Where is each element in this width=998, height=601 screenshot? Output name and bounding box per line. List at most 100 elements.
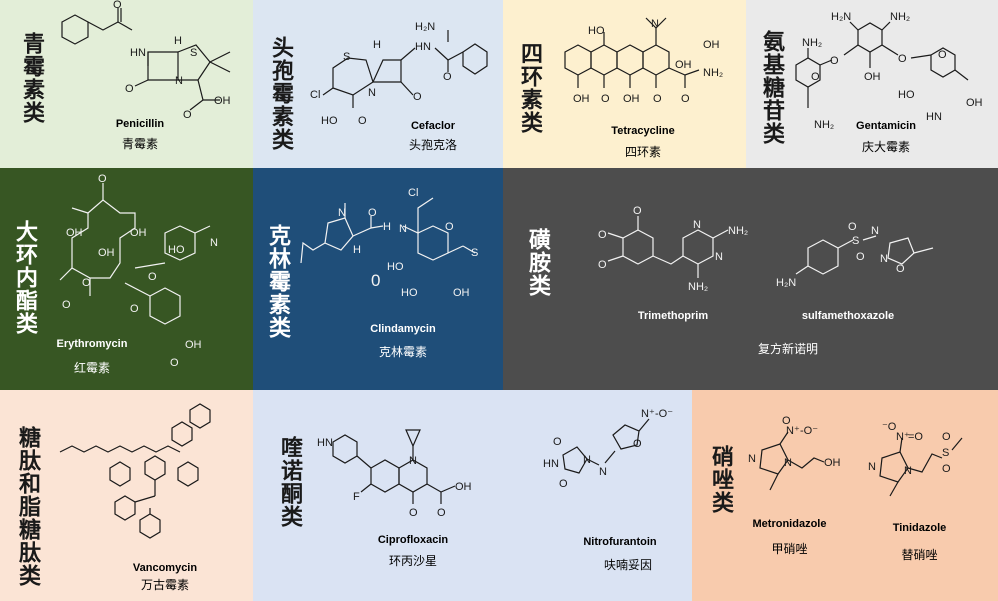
ciprofloxacin-structure: HN F N O O OH <box>317 429 472 519</box>
panel-lincosamide: 克林霉素类 N O H N Cl H O HO HO OH S 0 Clinda… <box>253 168 503 390</box>
svg-text:N: N <box>904 465 912 477</box>
svg-text:NH₂: NH₂ <box>728 225 748 237</box>
svg-text:N: N <box>651 18 659 30</box>
panel-sulfonamide: 磺胺类 O O O N N NH₂ NH₂ H₂N S O O N N O Tr… <box>503 168 998 390</box>
category-label: 四环素类 <box>517 42 542 134</box>
svg-text:O: O <box>170 357 179 369</box>
svg-text:H₂N: H₂N <box>831 11 851 23</box>
drug-name-en: Tetracycline <box>611 125 675 137</box>
svg-text:HN: HN <box>543 458 559 470</box>
svg-text:O: O <box>437 507 446 519</box>
svg-text:=O: =O <box>908 431 923 443</box>
svg-text:OH: OH <box>455 481 472 493</box>
svg-text:OH: OH <box>864 71 881 83</box>
metronidazole-structure: O N⁺ -O⁻ N N OH <box>748 415 841 491</box>
svg-text:O: O <box>98 173 107 185</box>
svg-text:S: S <box>343 51 350 63</box>
drug-name-en-ciprofloxacin: Ciprofloxacin <box>377 534 449 546</box>
svg-text:HN: HN <box>926 111 942 123</box>
svg-text:O: O <box>413 91 422 103</box>
drug-name-en: Vancomycin <box>132 562 198 574</box>
drug-name-cn-tinidazole: 替硝唑 <box>901 548 938 562</box>
svg-text:N: N <box>338 207 346 219</box>
category-label: 氨基糖苷类 <box>759 30 784 145</box>
svg-text:HO: HO <box>588 25 605 37</box>
svg-text:N: N <box>368 87 376 99</box>
svg-text:O: O <box>942 463 951 475</box>
drug-name-cn: 头孢克洛 <box>408 138 457 152</box>
drug-name-cn: 青霉素 <box>121 137 158 151</box>
drug-name-en: Gentamicin <box>856 120 916 132</box>
drug-name-en-nitrofurantoin: Nitrofurantoin <box>583 536 657 548</box>
svg-text:NH₂: NH₂ <box>890 11 910 23</box>
svg-text:S: S <box>471 247 478 259</box>
svg-text:OH: OH <box>453 287 470 299</box>
drug-name-cn: 万古霉素 <box>140 578 189 592</box>
sulfamethoxazole-structure: H₂N S O O N N O <box>776 221 934 289</box>
svg-text:N⁺: N⁺ <box>896 431 910 443</box>
category-label: 青霉素类 <box>19 32 44 124</box>
tinidazole-structure: ⁻O N⁺ =O N N S O O <box>868 421 963 497</box>
svg-text:HO: HO <box>387 261 404 273</box>
svg-text:HO: HO <box>168 244 185 256</box>
combo-name-cn: 复方新诺明 <box>757 342 818 356</box>
nitrofurantoin-structure: O HN O N N O N⁺ -O⁻ <box>543 408 673 490</box>
svg-text:O: O <box>409 507 418 519</box>
svg-text:N: N <box>175 75 183 87</box>
category-label: 硝唑类 <box>708 445 733 514</box>
svg-text:N: N <box>871 225 879 237</box>
svg-text:O: O <box>559 478 568 490</box>
svg-text:O: O <box>148 271 157 283</box>
svg-text:S: S <box>942 447 949 459</box>
svg-text:OH: OH <box>675 59 692 71</box>
svg-text:S: S <box>852 235 859 247</box>
svg-text:O: O <box>938 49 947 61</box>
svg-text:OH: OH <box>98 247 115 259</box>
svg-text:HN: HN <box>415 41 431 53</box>
svg-text:Cl: Cl <box>310 89 320 101</box>
svg-text:OH: OH <box>66 227 83 239</box>
category-label: 克林霉素类 <box>265 224 290 339</box>
svg-text:O: O <box>82 277 91 289</box>
panel-macrolide: 大环内酯类 O OH OH OH HO N O O O O OH O Eryth… <box>0 168 253 390</box>
svg-text:O: O <box>601 93 610 105</box>
penicillin-structure: HN H S N O O O OH <box>61 0 231 121</box>
drug-name-cn: 四环素 <box>624 145 661 159</box>
svg-text:N: N <box>599 466 607 478</box>
drug-name-cn-metronidazole: 甲硝唑 <box>771 542 808 556</box>
svg-text:N⁺: N⁺ <box>641 408 655 420</box>
svg-text:N: N <box>583 454 591 466</box>
svg-text:N: N <box>409 455 417 467</box>
svg-text:OH: OH <box>573 93 590 105</box>
svg-text:O: O <box>856 251 865 263</box>
svg-text:O: O <box>942 431 951 443</box>
svg-text:N: N <box>715 251 723 263</box>
svg-text:H: H <box>353 244 361 256</box>
svg-text:HN: HN <box>130 47 146 59</box>
svg-text:S: S <box>190 47 197 59</box>
svg-text:H₂N: H₂N <box>776 277 796 289</box>
svg-text:OH: OH <box>703 39 720 51</box>
svg-text:N: N <box>868 461 876 473</box>
svg-text:O: O <box>183 109 192 121</box>
svg-text:H: H <box>373 39 381 51</box>
panel-quinolone: 喹诺酮类 HN F N O O OH O HN O N N O N⁺ -O⁻ C… <box>253 390 692 601</box>
panel-aminoglycoside: 氨基糖苷类 NH₂ O O NH₂ H₂N NH₂ OH O O HO OH H… <box>746 0 998 168</box>
svg-text:HN: HN <box>317 437 333 449</box>
drug-name-en: Cefaclor <box>410 120 456 132</box>
category-label: 喹诺酮类 <box>277 436 302 528</box>
svg-text:0: 0 <box>371 271 380 290</box>
svg-text:N: N <box>784 457 792 469</box>
svg-text:NH₂: NH₂ <box>703 67 723 79</box>
svg-text:O: O <box>633 205 642 217</box>
panel-cephalosporin: 头孢霉素类 S H N Cl O HN H₂N O HO O Cefaclor … <box>253 0 503 168</box>
svg-text:H: H <box>383 221 391 233</box>
svg-text:O: O <box>368 207 377 219</box>
svg-text:O: O <box>653 93 662 105</box>
svg-text:N⁺: N⁺ <box>786 425 800 437</box>
drug-name-cn-nitrofurantoin: 呋喃妥因 <box>603 558 652 572</box>
svg-text:O: O <box>553 436 562 448</box>
svg-text:O: O <box>598 229 607 241</box>
svg-text:H: H <box>174 35 182 47</box>
tetracycline-structure: HO N OH OH NH₂ OH O OH O O <box>564 17 723 105</box>
